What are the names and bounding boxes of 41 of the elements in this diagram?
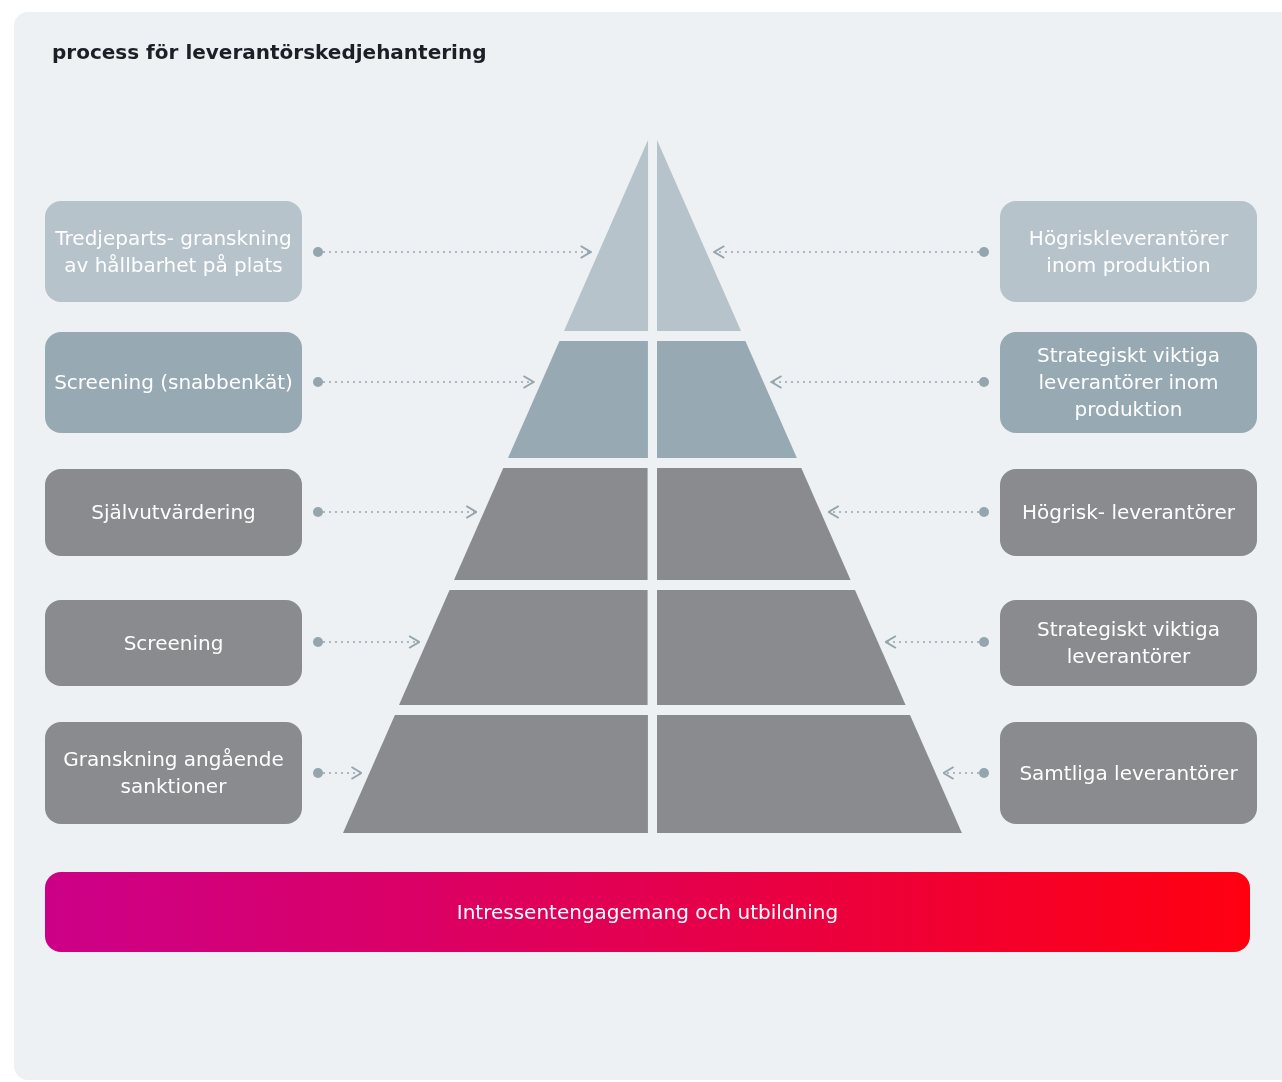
dotted-arrow (313, 375, 535, 389)
diagram-title: process för leverantörskedjehantering (52, 40, 487, 64)
pyramid-tier-trapezoid (508, 341, 648, 458)
box-label: Tredjeparts- granskning av hållbarhet på plats (54, 224, 293, 279)
label-box (45, 600, 302, 686)
box-label: Granskning angående sanktioner (62, 746, 285, 800)
dotted-arrow (313, 505, 478, 519)
dotted-arrow (313, 766, 363, 780)
label-box (1000, 332, 1257, 433)
pyramid-tier-triangle (657, 140, 742, 331)
label-box (45, 332, 302, 433)
pyramid-tier-trapezoid (657, 341, 797, 458)
box-label: Strategiskt viktiga leverantörer inom produktion (1036, 342, 1221, 423)
box-label: Samtliga leverantörer (1019, 759, 1238, 787)
pyramid-tier-trapezoid (454, 468, 648, 580)
bar-label: Intressentengagemang och utbildning (456, 900, 839, 924)
box-label: Strategiskt viktiga leverantörer (1036, 616, 1221, 670)
dotted-arrow (313, 635, 421, 649)
dotted-arrow (942, 766, 989, 780)
label-box (45, 201, 302, 302)
label-box (1000, 600, 1257, 686)
pyramid-tier-trapezoid (657, 715, 962, 833)
box-label: Screening (snabbenkät) (54, 369, 293, 396)
engagement-bar (45, 872, 1250, 952)
label-box (1000, 201, 1257, 302)
dotted-arrow (713, 245, 989, 259)
box-label: Högriskleverantörer inom produktion (1027, 224, 1230, 279)
pyramid-tier-triangle (563, 140, 648, 331)
box-label: Screening (123, 629, 224, 657)
label-box (1000, 469, 1257, 556)
label-box (45, 722, 302, 824)
dotted-arrow (884, 635, 989, 649)
label-box (1000, 722, 1257, 824)
pyramid-tier-trapezoid (657, 468, 851, 580)
label-box (45, 469, 302, 556)
box-label: Högrisk- leverantörer (1022, 499, 1235, 526)
dotted-arrow (770, 375, 989, 389)
dotted-arrow (313, 245, 592, 259)
box-label: Självutvärdering (91, 499, 256, 526)
dotted-arrow (827, 505, 989, 519)
pyramid-tier-trapezoid (343, 715, 648, 833)
